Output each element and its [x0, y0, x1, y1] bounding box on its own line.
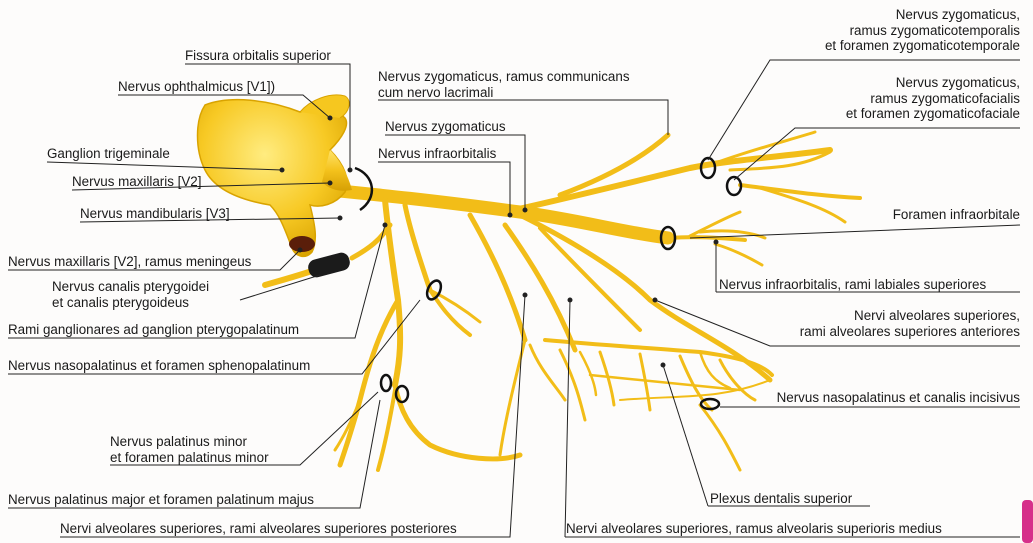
- label-n-zygomaticus-communicans-line2: cum nervo lacrimali: [378, 85, 630, 101]
- palatinus-twig: [378, 390, 395, 470]
- label-n-nasopalatinus-sphenopalatinum: Nervus nasopalatinus et foramen sphenopa…: [8, 358, 310, 374]
- label-n-infraorbitalis: Nervus infraorbitalis: [378, 146, 496, 162]
- label-n-maxillaris-meningeus: Nervus maxillaris [V2], ramus meningeus: [8, 254, 251, 270]
- label-zygomaticotemporalis-line3: et foramen zygomaticotemporale: [825, 38, 1020, 54]
- canalis-pterygoideus-tube: [306, 251, 351, 279]
- label-n-zygomaticofacialis: Nervus zygomaticus, ramus zygomaticofaci…: [846, 75, 1020, 122]
- label-zygomaticofacialis-line3: et foramen zygomaticofaciale: [846, 106, 1020, 122]
- label-plexus-dentalis: Plexus dentalis superior: [710, 491, 852, 507]
- label-n-zygomaticotemporalis: Nervus zygomaticus, ramus zygomaticotemp…: [825, 7, 1020, 54]
- label-n-alveolares-posteriores: Nervi alveolares superiores, rami alveol…: [60, 521, 457, 537]
- palatinus-minor-ring: [381, 375, 391, 391]
- label-n-palatinus-minor: Nervus palatinus minor et foramen palati…: [110, 434, 269, 465]
- plexus-twig: [580, 352, 596, 395]
- plexus-twig: [600, 352, 614, 405]
- posterior-twig-2: [530, 345, 565, 400]
- label-zygomaticotemporalis-line2: ramus zygomaticotemporalis: [825, 23, 1020, 39]
- label-rami-ganglionares: Rami ganglionares ad ganglion pterygopal…: [8, 322, 299, 338]
- label-rami-anteriores-line1: Nervi alveolares superiores,: [800, 308, 1020, 324]
- label-n-canalis-pterygoidei-line1: Nervus canalis pterygoidei: [52, 279, 209, 295]
- label-n-zygomaticus-communicans: Nervus zygomaticus, ramus communicans cu…: [378, 69, 630, 100]
- label-foramen-infraorbitale: Foramen infraorbitale: [893, 207, 1020, 223]
- label-n-zygomaticus-communicans-line1: Nervus zygomaticus, ramus communicans: [378, 69, 630, 85]
- n-infraorbitalis-trunk: [330, 190, 668, 238]
- label-rami-anteriores-line2: rami alveolares superiores anteriores: [800, 324, 1020, 340]
- label-fissura-orbitalis-superior: Fissura orbitalis superior: [185, 48, 331, 64]
- label-zygomaticotemporalis-line1: Nervus zygomaticus,: [825, 7, 1020, 23]
- plexus-twig: [560, 350, 585, 420]
- labial-twig-3: [715, 244, 762, 265]
- label-n-alveolaris-medius: Nervi alveolares superiores, ramus alveo…: [566, 521, 942, 537]
- label-n-zygomaticus: Nervus zygomaticus: [385, 119, 506, 135]
- plexus-arcade: [545, 340, 772, 375]
- label-rami-labiales: Nervus infraorbitalis, rami labiales sup…: [719, 277, 986, 293]
- label-n-palatinus-minor-line2: et foramen palatinus minor: [110, 450, 269, 466]
- label-ganglion-trigeminale: Ganglion trigeminale: [47, 146, 170, 162]
- label-rami-anteriores: Nervi alveolares superiores, rami alveol…: [800, 308, 1020, 339]
- label-n-nasopalatinus-incisivus: Nervus nasopalatinus et canalis incisivu…: [777, 390, 1020, 406]
- label-n-maxillaris: Nervus maxillaris [V2]: [72, 174, 201, 190]
- nasopalatinus-branch: [405, 205, 430, 290]
- n-zygomaticus-branch: [505, 150, 830, 212]
- label-zygomaticofacialis-line1: Nervus zygomaticus,: [846, 75, 1020, 91]
- plexus-arcade-2: [590, 375, 740, 390]
- page-edge-tab: [1022, 500, 1033, 543]
- label-n-palatinus-minor-line1: Nervus palatinus minor: [110, 434, 269, 450]
- palatinus-minor: [340, 300, 398, 465]
- ramus-alveolaris-medius: [505, 225, 575, 350]
- incisive-twig: [700, 405, 740, 470]
- label-n-ophthalmicus: Nervus ophthalmicus [V1]): [118, 79, 275, 95]
- nerve-branches: [265, 132, 860, 470]
- label-n-palatinus-major: Nervus palatinus major et foramen palati…: [8, 492, 314, 508]
- label-n-canalis-pterygoidei: Nervus canalis pterygoidei et canalis pt…: [52, 279, 209, 310]
- label-zygomaticofacialis-line2: ramus zygomaticofacialis: [846, 91, 1020, 107]
- pterygoid-to-ganglion: [352, 225, 390, 258]
- zygomaticofacial-twig: [740, 185, 860, 198]
- ganglion-trigeminale-shape: [198, 95, 353, 279]
- plexus-twig: [680, 356, 712, 410]
- label-n-canalis-pterygoidei-line2: et canalis pterygoideus: [52, 295, 209, 311]
- label-n-mandibularis: Nervus mandibularis [V3]: [80, 206, 230, 222]
